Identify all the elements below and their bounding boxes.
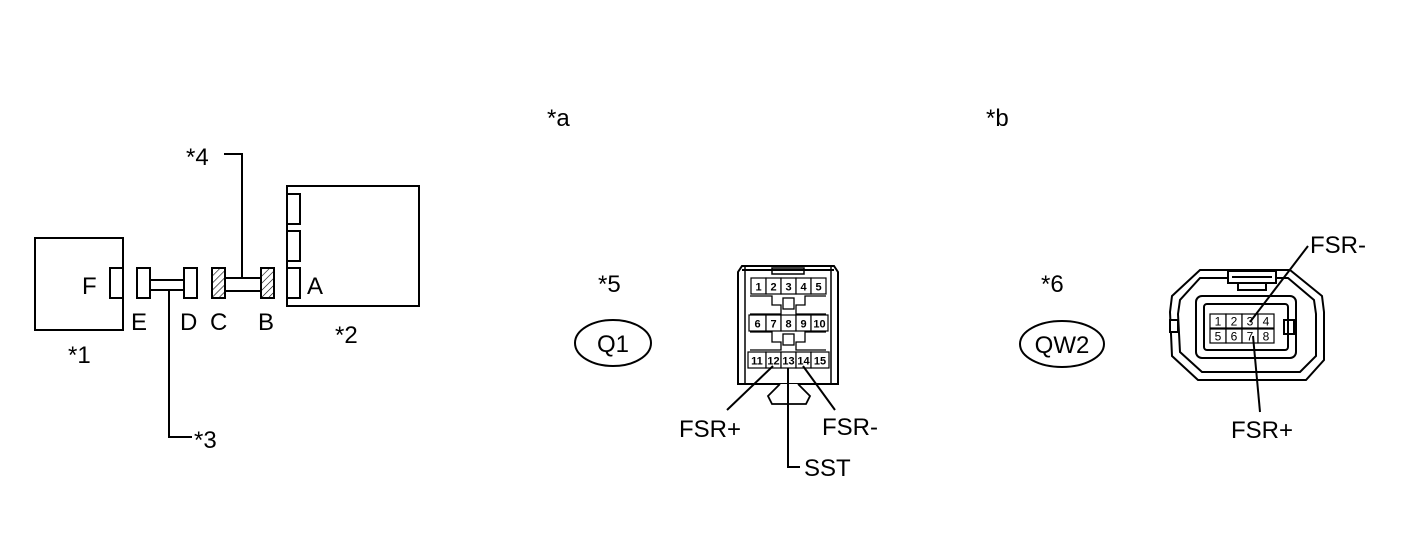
connector-e <box>136 267 151 299</box>
leader-fsr-minus-a <box>802 365 836 411</box>
q1-pin-12: 12 <box>767 356 779 368</box>
qw2-pin-6: 6 <box>1231 330 1238 344</box>
connector-a <box>286 267 301 299</box>
q1-pin-7: 7 <box>770 319 776 331</box>
q1-pin-9: 9 <box>800 319 806 331</box>
view-a-marker: *a <box>547 105 570 132</box>
callout-6: *6 <box>1041 271 1064 298</box>
callout-5: *5 <box>598 271 621 298</box>
label-star-2: *2 <box>335 322 358 349</box>
connector-d <box>183 267 198 299</box>
callout-line-3 <box>168 290 192 438</box>
label-c: C <box>210 309 227 336</box>
connector-c <box>211 267 226 299</box>
q1-pin-8: 8 <box>785 319 791 331</box>
label-fsr-minus-a: FSR- <box>822 414 878 441</box>
label-f: F <box>82 273 97 300</box>
label-star-1: *1 <box>68 342 91 369</box>
q1-pin-2: 2 <box>770 282 776 294</box>
q1-pin-4: 4 <box>800 282 807 294</box>
q1-pin-5: 5 <box>815 282 821 294</box>
wiring-overview <box>34 153 420 438</box>
q1-pin-6: 6 <box>754 319 760 331</box>
q1-pin-1: 1 <box>755 282 761 294</box>
qw2-pin-4: 4 <box>1263 315 1270 329</box>
label-fsr-plus-a: FSR+ <box>679 416 741 443</box>
q1-pin-13: 13 <box>782 356 794 368</box>
label-fsr-plus-b: FSR+ <box>1231 417 1293 444</box>
connector-code-badge-qw2 <box>1019 320 1105 368</box>
q1-pin-14: 14 <box>797 356 810 368</box>
q1-pin-15: 15 <box>814 356 826 368</box>
connector-code-badge-q1 <box>574 319 652 367</box>
connector-slot-middle <box>286 230 301 262</box>
label-a: A <box>307 273 323 300</box>
label-sst: SST <box>804 455 851 482</box>
qw2-pin-7: 7 <box>1247 330 1254 344</box>
qw2-pin-grid: 1 2 3 4 5 6 7 8 <box>1209 313 1275 344</box>
label-star-3: *3 <box>194 427 217 454</box>
leader-fsr-plus-a <box>726 365 774 411</box>
qw2-pin-2: 2 <box>1231 315 1238 329</box>
q1-pin-3: 3 <box>785 282 791 294</box>
qw2-pin-1: 1 <box>1215 315 1222 329</box>
connector-code-qw2: QW2 <box>1035 332 1090 359</box>
label-fsr-minus-b: FSR- <box>1310 232 1366 259</box>
view-b-marker: *b <box>986 105 1009 132</box>
label-b: B <box>258 309 274 336</box>
connector-b <box>260 267 275 299</box>
leader-sst <box>787 368 800 468</box>
label-e: E <box>131 309 147 336</box>
label-star-4: *4 <box>186 144 209 171</box>
leader-fsr-plus-b <box>1252 335 1261 413</box>
q1-pin-10: 10 <box>813 319 825 331</box>
connector-f <box>109 267 124 299</box>
q1-pin-grid: 1 2 3 4 5 6 7 8 9 10 11 12 13 14 15 <box>747 277 830 369</box>
connector-slot-upper <box>286 193 301 225</box>
callout-line-4 <box>224 153 243 278</box>
leader-fsr-minus-b <box>1249 245 1309 323</box>
label-d: D <box>180 309 197 336</box>
q1-pin-11: 11 <box>751 356 763 368</box>
qw2-pin-8: 8 <box>1263 330 1270 344</box>
connector-code-q1: Q1 <box>597 331 629 358</box>
qw2-pin-5: 5 <box>1215 330 1222 344</box>
